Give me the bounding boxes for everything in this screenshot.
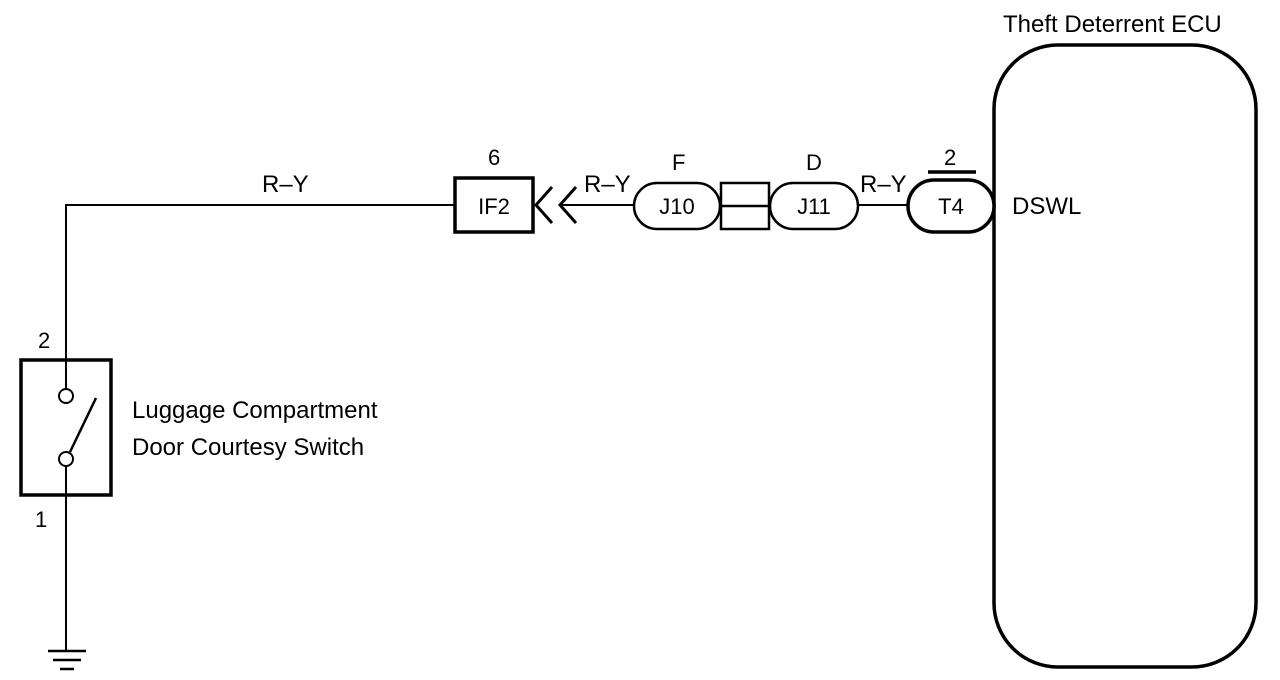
- switch-contact-top: [58, 388, 74, 404]
- wire-label-if2-j10: R–Y: [584, 171, 631, 198]
- wire-label-j11-t4: R–Y: [860, 171, 907, 198]
- ecu-body: [992, 43, 1258, 669]
- switch-pin-bottom: 1: [35, 507, 47, 532]
- j10-pin: F: [672, 150, 685, 175]
- connector-arrow-2: [557, 186, 578, 224]
- connector-arrow-1: [533, 186, 554, 224]
- switch-label-line1: Luggage Compartment: [132, 397, 378, 424]
- ecu-terminal-label: DSWL: [1012, 193, 1081, 220]
- t4-name: T4: [938, 194, 964, 219]
- switch-pin-top: 2: [38, 328, 50, 353]
- ground-icon: [48, 649, 86, 671]
- t4-pin: 2: [944, 145, 956, 170]
- switch-contact-bottom: [58, 451, 74, 467]
- wire-main: [65, 204, 455, 360]
- ecu-title: Theft Deterrent ECU: [1003, 11, 1222, 38]
- j11-name: J11: [797, 194, 831, 219]
- t4-connector: [906, 178, 996, 234]
- j11-pin: D: [806, 150, 822, 175]
- if2-name: IF2: [478, 194, 510, 219]
- if2-pin: 6: [488, 145, 500, 170]
- j10-name: J10: [659, 194, 694, 219]
- switch-blade: [68, 397, 98, 453]
- wire-label-main: R–Y: [262, 171, 309, 198]
- switch-label-line2: Door Courtesy Switch: [132, 434, 364, 461]
